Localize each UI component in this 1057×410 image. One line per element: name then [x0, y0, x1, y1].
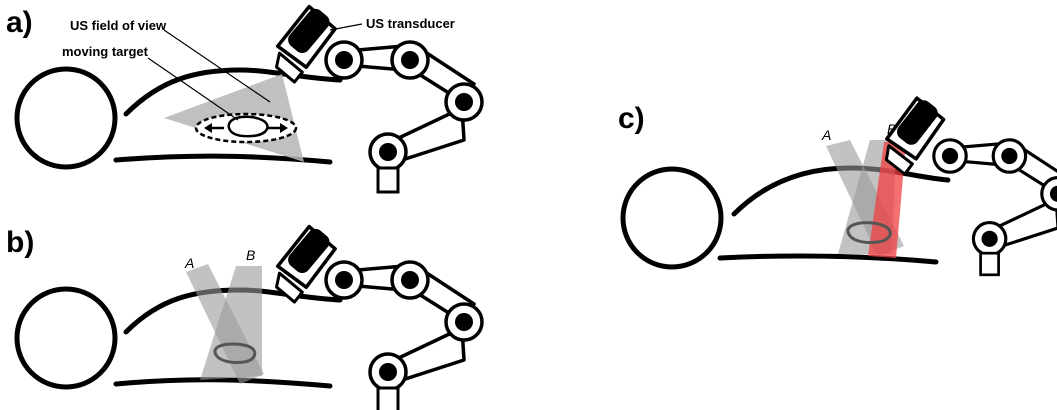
beam-b-label-c: B	[887, 121, 896, 137]
body-lower-c	[717, 253, 939, 265]
fov-leader	[163, 29, 271, 103]
transducer-leader	[329, 23, 363, 31]
moving-target-label: moving target	[62, 44, 149, 59]
beam-a-label-c: A	[821, 127, 831, 143]
panel-c: c) A B	[618, 88, 1057, 277]
target-outline-c	[846, 221, 892, 244]
panel-b: b) A B	[6, 216, 484, 410]
us-field-of-view-label: US field of view	[70, 18, 167, 33]
target-icon	[194, 112, 298, 144]
body-lower-b	[113, 377, 333, 389]
panel-c-label: c)	[618, 102, 645, 135]
head-circle-c	[620, 166, 724, 270]
beam-b-new-c	[868, 142, 906, 258]
robot-arm-icon-b	[324, 260, 484, 410]
body-upper-a	[123, 67, 343, 117]
beam-b-label: B	[246, 247, 255, 263]
panel-b-label: b)	[6, 226, 34, 259]
target-leader	[147, 57, 239, 121]
robot-arm-icon-c	[932, 138, 1057, 277]
head-circle-a	[14, 66, 118, 170]
target-outline-b	[213, 342, 257, 364]
beam-a-label: A	[184, 255, 194, 271]
panel-a: a) US field of view moving target US tra…	[6, 0, 484, 194]
head-circle-b	[14, 286, 118, 390]
us-transducer-label: US transducer	[366, 16, 455, 31]
panel-a-label: a)	[6, 6, 33, 39]
robot-arm-icon	[324, 40, 484, 194]
